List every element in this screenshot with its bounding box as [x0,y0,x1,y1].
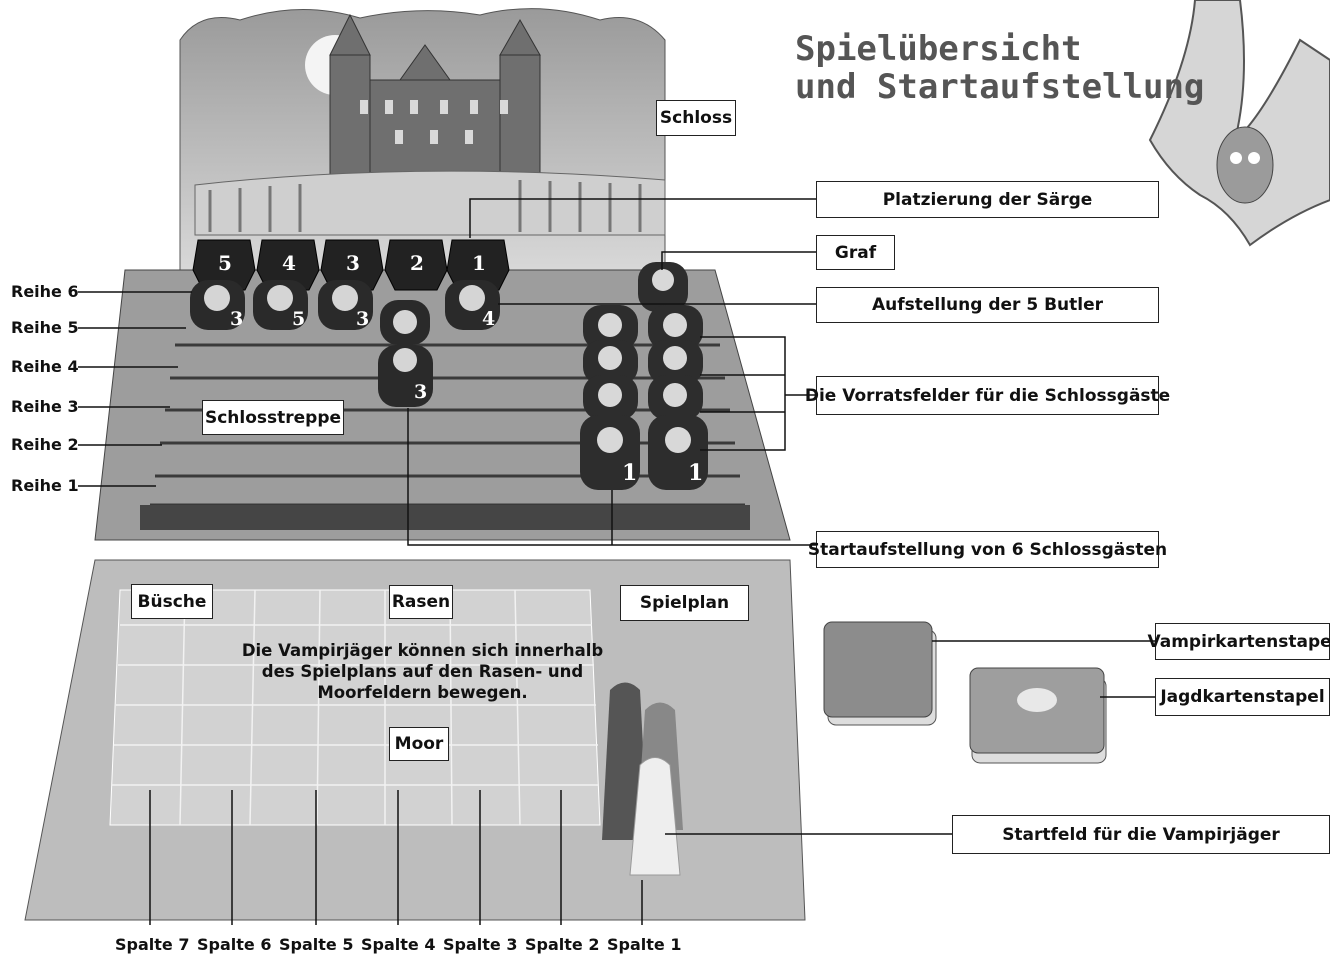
label-schlosstreppe: Schlosstreppe [202,400,344,435]
label-saerge: Platzierung der Särge [816,181,1159,218]
title-line-2: und Startaufstellung [795,67,1205,107]
coffin-number-5: 5 [218,251,232,275]
butler-number: 3 [356,308,370,330]
row-label-1: Reihe 1 [11,476,79,495]
column-label-5: Spalte 5 [279,935,354,954]
coffin-number-2: 2 [410,251,424,275]
label-startfeld: Startfeld für die Vampirjäger [952,815,1330,854]
label-jagdkarten: Jagdkartenstapel [1155,678,1330,716]
row-label-2: Reihe 2 [11,435,79,454]
butler-number: 3 [230,308,244,330]
coffin-number-1: 1 [472,251,486,275]
butler-number: 5 [292,308,306,330]
label-graf: Graf [816,235,895,270]
column-label-7: Spalte 7 [115,935,190,954]
label-startaufstellung: Startaufstellung von 6 Schlossgästen [808,531,1167,568]
row-label-3: Reihe 3 [11,397,79,416]
butler-number: 4 [482,308,496,330]
label-spielplan: Spielplan [620,585,749,621]
coffin-number-4: 4 [282,251,296,275]
label-buesche: Büsche [131,584,213,619]
label-moor: Moor [389,727,449,761]
guest-number: 1 [622,460,638,486]
column-label-1: Spalte 1 [607,935,682,954]
movement-note: Die Vampirjäger können sich innerhalb de… [241,641,604,702]
column-label-6: Spalte 6 [197,935,272,954]
row-label-4: Reihe 4 [11,357,79,376]
label-rasen: Rasen [389,585,453,619]
page-title: Spielübersicht und Startaufstellung [795,30,1204,106]
guest-number: 3 [414,381,428,403]
row-label-5: Reihe 5 [11,318,79,337]
guest-number: 1 [688,460,704,486]
label-vampirkarten: Vampirkartenstapel [1148,623,1330,660]
column-label-2: Spalte 2 [525,935,600,954]
column-label-3: Spalte 3 [443,935,518,954]
column-label-4: Spalte 4 [361,935,436,954]
label-schloss: Schloss [656,100,736,136]
row-label-6: Reihe 6 [11,282,79,301]
title-line-1: Spielübersicht [795,29,1082,69]
label-vorrat: Die Vorratsfelder für die Schlossgäste [805,376,1170,415]
label-butler: Aufstellung der 5 Butler [816,287,1159,323]
coffin-number-3: 3 [346,251,360,275]
bat-icon [1148,0,1330,247]
